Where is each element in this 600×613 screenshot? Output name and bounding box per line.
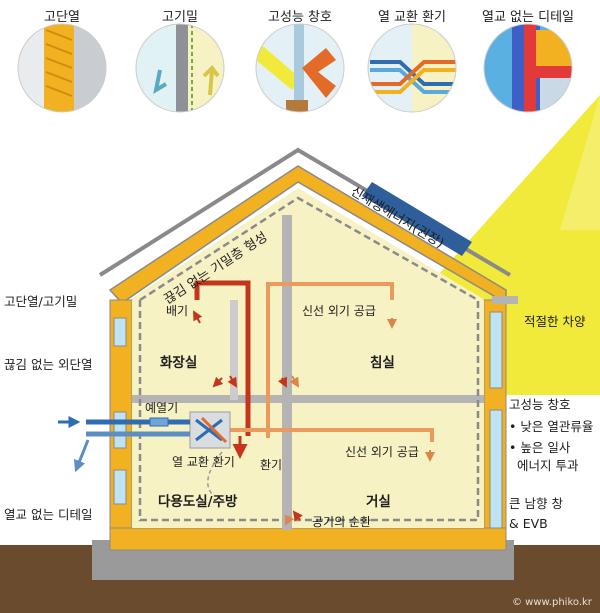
solar-energy-label: 에너지 투과 bbox=[517, 458, 579, 473]
bathroom-label: 화장실 bbox=[160, 355, 198, 371]
hrv-label: 열 교환 환기 bbox=[172, 455, 235, 469]
high-solar-label: • 높은 일사 bbox=[509, 440, 571, 455]
bedroom-label: 침실 bbox=[370, 355, 395, 371]
icon-title-heat-exchange: 열 교환 환기 bbox=[377, 10, 447, 25]
circulation-label: 공기의 순환 bbox=[312, 515, 372, 529]
solar-panel bbox=[362, 182, 472, 256]
preheater-label: 예열기 bbox=[145, 401, 179, 415]
shading-canopy bbox=[492, 296, 518, 304]
kitchen-label: 다용도실/주방 bbox=[158, 494, 238, 510]
icon-title-thermal-bridge: 열교 없는 디테일 bbox=[482, 10, 574, 25]
low-uvalue-label: • 낮은 열관류율 bbox=[509, 419, 594, 434]
airtight-icon bbox=[136, 24, 224, 112]
evb-label: & EVB bbox=[509, 516, 548, 531]
ventilation-label: 환기 bbox=[260, 458, 283, 472]
shading-label: 적절한 차양 bbox=[524, 314, 586, 329]
thermal-bridge-detail-icon bbox=[484, 24, 572, 112]
icon-title-airtight: 고기밀 bbox=[162, 10, 198, 25]
roof bbox=[98, 147, 512, 305]
supply-duct bbox=[266, 282, 394, 438]
credit-text: © www.phiko.kr bbox=[512, 597, 592, 608]
fresh-air-lower-label: 신선 외기 공급 bbox=[345, 445, 419, 459]
icon-title-window: 고성능 창호 bbox=[268, 10, 332, 25]
insulation-icon bbox=[18, 24, 106, 112]
airtight-layer-line bbox=[138, 196, 480, 522]
no-bridge-detail-label: 열교 없는 디테일 bbox=[4, 507, 93, 522]
living-room-label: 거실 bbox=[366, 494, 391, 510]
house-walls bbox=[109, 299, 507, 551]
hp-window-label: 고성능 창호 bbox=[509, 397, 571, 412]
icon-title-insulation: 고단열 bbox=[44, 10, 80, 25]
continuous-insulation-label: 끊김 없는 외단열 bbox=[4, 357, 93, 372]
window-icon bbox=[256, 24, 344, 112]
exhaust-duct bbox=[194, 280, 251, 436]
south-window-label: 큰 남향 창 bbox=[509, 496, 563, 511]
exhaust-label: 배기 bbox=[166, 304, 189, 318]
insulation-airtight-label: 고단열/고기밀 bbox=[4, 294, 78, 309]
fresh-air-upper-label: 신선 외기 공급 bbox=[302, 304, 376, 318]
